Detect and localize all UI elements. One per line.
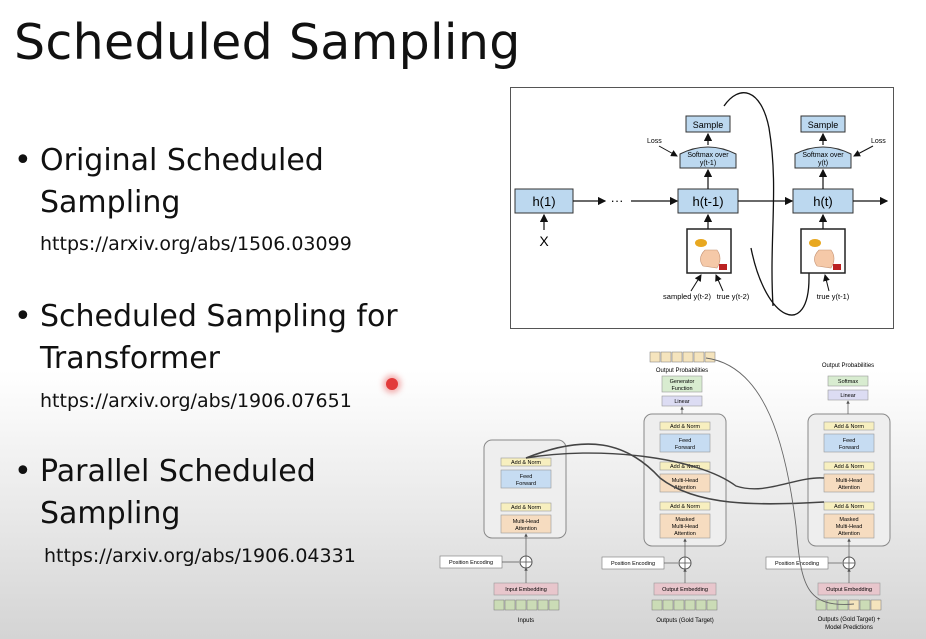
svg-text:Forward: Forward: [516, 481, 536, 487]
softmax-node-t-1: [679, 146, 737, 169]
encoder-to-decoder-curve: [525, 443, 825, 505]
position-encoding-label: Position Encoding: [611, 561, 655, 567]
svg-text:Multi-Head: Multi-Head: [836, 524, 863, 530]
softmax-sub-label: y(t-1): [700, 160, 716, 167]
svg-text:Forward: Forward: [839, 445, 859, 451]
input-tokens: [493, 599, 560, 611]
output-embedding-label: Output Embedding: [826, 587, 872, 593]
bullet-dot: •: [14, 143, 32, 178]
add-norm-label: Add & Norm: [670, 464, 700, 470]
sample-box-t-1: [685, 115, 731, 133]
add-norm-label: Add & Norm: [511, 505, 541, 511]
prediction-feedback-curve: [705, 357, 855, 605]
sampled-y-label: sampled y(t-2): [663, 292, 711, 301]
bullet-dot: •: [14, 299, 32, 334]
position-encoding-label: Position Encoding: [775, 561, 819, 567]
inputs-label: Inputs: [518, 618, 534, 624]
svg-text:Feed: Feed: [679, 438, 692, 444]
encoder-to-decoder-curve: [525, 452, 825, 490]
add-norm-label: Add & Norm: [511, 460, 541, 466]
hidden-box-h1: [514, 188, 574, 214]
outputs-gold-label: Outputs (Gold Target): [656, 618, 714, 624]
transformer-diagram-svg: Add & Norm Feed Forward Add & Norm Multi…: [439, 351, 891, 631]
add-norm-label: Add & Norm: [670, 504, 700, 510]
add-norm-label: Add & Norm: [834, 464, 864, 470]
add-norm-label: Add & Norm: [834, 504, 864, 510]
link-parallel-scheduled-sampling[interactable]: https://arxiv.org/abs/1906.04331: [44, 545, 356, 567]
input-embedding-label: Input Embedding: [505, 587, 547, 593]
output-probabilities-label: Output Probabilities: [822, 363, 874, 369]
gold-target-tokens: [651, 599, 718, 611]
output-probability-tokens: [649, 351, 716, 363]
svg-text:Multi-Head: Multi-Head: [672, 478, 699, 484]
link-original-scheduled-sampling[interactable]: https://arxiv.org/abs/1506.03099: [40, 233, 352, 255]
output-embedding-label: Output Embedding: [662, 587, 708, 593]
sample-label: Sample: [693, 120, 724, 130]
position-encoding-label: Position Encoding: [449, 560, 493, 566]
output-probabilities-label: Output Probabilities: [656, 368, 708, 374]
bullet-text: Scheduled Sampling for Transformer: [40, 299, 398, 376]
svg-text:Forward: Forward: [675, 445, 695, 451]
sample-box-t: [800, 115, 846, 133]
feed-forward-label: Feed: [520, 474, 533, 480]
slide-title: Scheduled Sampling: [14, 14, 521, 71]
hidden-box-ht: [792, 188, 854, 214]
svg-text:Multi-Head: Multi-Head: [513, 519, 540, 525]
loss-label-right: Loss: [871, 138, 886, 145]
sample-feed-curve: [750, 247, 810, 316]
true-y-label: true y(t-2): [717, 292, 750, 301]
svg-text:Feed: Feed: [843, 438, 856, 444]
sample-label: Sample: [808, 120, 839, 130]
bullet-dot: •: [14, 454, 32, 489]
svg-text:Masked: Masked: [839, 517, 858, 523]
hidden-label-ht: h(t): [813, 194, 833, 209]
hidden-label-ht-1: h(t-1): [692, 194, 723, 209]
coin-flip-hand-icon: [686, 228, 732, 274]
ellipsis-label: ···: [611, 193, 624, 208]
add-norm-label: Add & Norm: [834, 424, 864, 430]
softmax-sub-label: y(t): [818, 160, 828, 167]
model-predictions-label: Model Predictions: [825, 625, 873, 631]
generator-label: Generator: [670, 379, 695, 385]
svg-text:Attention: Attention: [838, 531, 860, 537]
svg-text:Multi-Head: Multi-Head: [836, 478, 863, 484]
linear-label: Linear: [840, 393, 855, 399]
svg-text:Attention: Attention: [515, 526, 537, 532]
svg-text:Multi-Head: Multi-Head: [672, 524, 699, 530]
rnn-diagram-svg: h(1) h(t-1) h(t) ··· X Softmax over y(t-…: [514, 92, 889, 316]
svg-text:Function: Function: [671, 386, 692, 392]
laser-pointer-dot: [386, 378, 398, 390]
softmax-label: Softmax over: [802, 152, 844, 159]
svg-text:Masked: Masked: [675, 517, 694, 523]
softmax-node-t: [794, 146, 852, 169]
linear-label: Linear: [674, 399, 689, 405]
hidden-box-ht-1: [677, 188, 739, 214]
rnn-scheduled-sampling-figure: h(1) h(t-1) h(t) ··· X Softmax over y(t-…: [510, 87, 894, 329]
outputs-gold-pred-label: Outputs (Gold Target) +: [818, 617, 881, 623]
svg-text:Attention: Attention: [674, 531, 696, 537]
svg-text:Attention: Attention: [674, 485, 696, 491]
loss-label-left: Loss: [647, 138, 662, 145]
svg-text:Attention: Attention: [838, 485, 860, 491]
softmax-label: Softmax: [838, 379, 858, 385]
link-scheduled-sampling-transformer[interactable]: https://arxiv.org/abs/1906.07651: [40, 390, 352, 412]
add-norm-label: Add & Norm: [670, 424, 700, 430]
bullet-text: Original Scheduled Sampling: [40, 143, 324, 220]
coin-flip-hand-icon: [800, 228, 846, 274]
transformer-scheduled-sampling-figure: Add & Norm Feed Forward Add & Norm Multi…: [436, 346, 926, 639]
true-y-label: true y(t-1): [817, 292, 850, 301]
hidden-label-h1: h(1): [532, 194, 555, 209]
bullet-text: Parallel Scheduled Sampling: [40, 454, 316, 531]
gold-plus-prediction-tokens: [815, 599, 882, 611]
input-x-label: X: [539, 233, 549, 249]
softmax-label: Softmax over: [687, 152, 729, 159]
sample-feedback-curve: [723, 92, 775, 307]
